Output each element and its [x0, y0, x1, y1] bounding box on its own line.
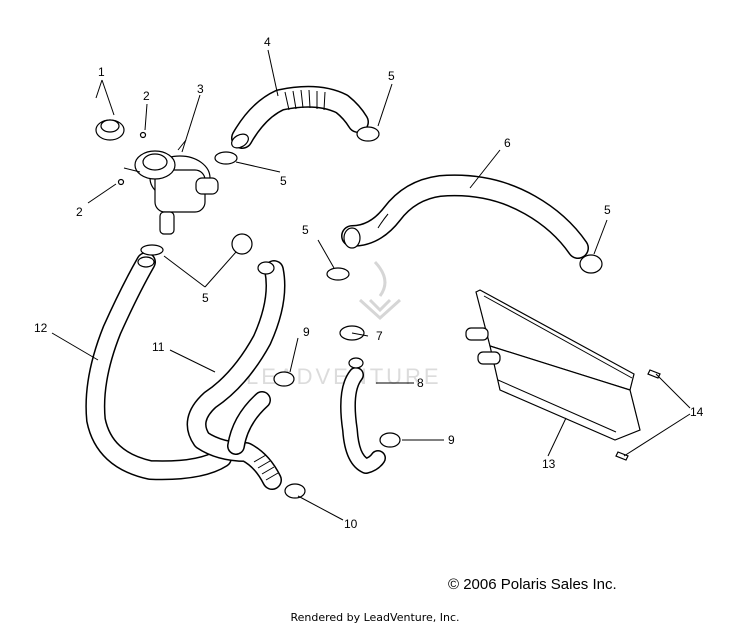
screw-14-lower[interactable]	[615, 451, 629, 461]
callout-9-upper: 9	[303, 325, 310, 339]
clamp-5-center[interactable]	[231, 233, 253, 255]
callout-1: 1	[98, 65, 105, 79]
hose-6[interactable]	[341, 174, 589, 259]
callout-6: 6	[504, 136, 511, 150]
leader-lines	[51, 49, 691, 521]
hose-11[interactable]	[186, 260, 286, 490]
hose-4[interactable]	[229, 85, 369, 151]
hose-8[interactable]	[340, 357, 386, 474]
callout-10: 10	[344, 517, 358, 531]
clamp-5-lower-left[interactable]	[140, 244, 164, 256]
callout-5-middle: 5	[302, 223, 309, 237]
coolant-tank-3[interactable]	[123, 139, 219, 235]
heat-exchanger-13[interactable]	[465, 289, 641, 441]
callout-13: 13	[542, 457, 556, 471]
callout-5-lower: 5	[202, 291, 209, 305]
screw-2-lower[interactable]	[117, 178, 125, 186]
clamp-5-middle[interactable]	[326, 267, 350, 281]
copyright-notice: © 2006 Polaris Sales Inc.	[448, 576, 617, 593]
callout-7: 7	[376, 329, 383, 343]
callout-11: 11	[152, 340, 165, 354]
callout-12: 12	[34, 321, 48, 335]
clamp-9-lower[interactable]	[379, 432, 401, 448]
callout-4: 4	[264, 35, 271, 49]
clamp-5-upper[interactable]	[356, 126, 380, 142]
hose-12[interactable]	[85, 252, 232, 481]
callout-5-upper: 5	[388, 69, 395, 83]
callout-3: 3	[197, 82, 204, 96]
rendered-by-credit: Rendered by LeadVenture, Inc.	[290, 611, 460, 624]
radiator-cap-1[interactable]	[95, 119, 125, 141]
clamp-5-right[interactable]	[579, 254, 603, 274]
callout-9-lower: 9	[448, 433, 455, 447]
callout-2-lower: 2	[76, 205, 83, 219]
screw-2-upper[interactable]	[139, 131, 147, 139]
callout-5-right: 5	[604, 203, 611, 217]
clamp-9-upper[interactable]	[273, 371, 295, 387]
clamp-10[interactable]	[284, 483, 306, 499]
screw-14-upper[interactable]	[647, 369, 661, 379]
callout-2-upper: 2	[143, 89, 150, 103]
callout-labels: 1 2 2 3 4 5 5 5 5 5 6 7 8 9 9 10 11 12 1…	[34, 35, 704, 531]
clamp-5-left[interactable]	[214, 151, 238, 165]
callout-5-left: 5	[280, 174, 287, 188]
callout-14: 14	[690, 405, 704, 419]
callout-8: 8	[417, 376, 424, 390]
